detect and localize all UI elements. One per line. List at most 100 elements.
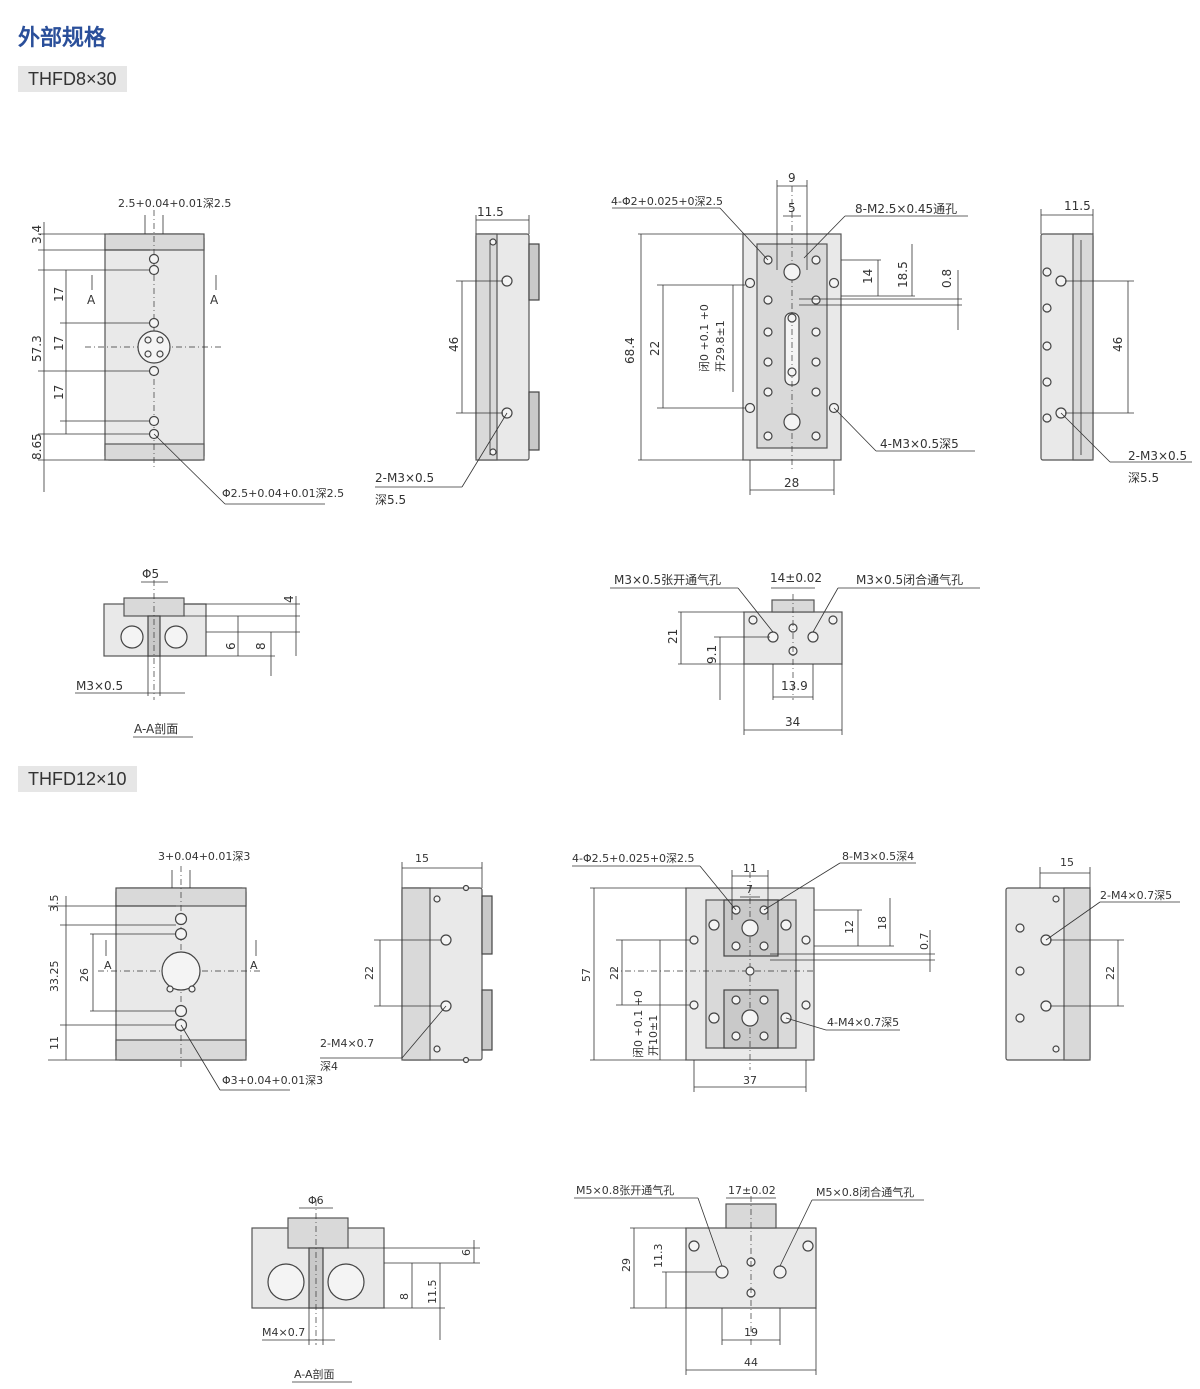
m2-section-mark-left: A (104, 959, 112, 972)
m2-end-open-port: M5×0.8张开通气孔 (576, 1183, 674, 1197)
m1-front-dim-f: 8.65 (30, 433, 44, 460)
m2-top-dim-12: 12 (843, 920, 856, 934)
m2-sec-dim-6: 6 (460, 1249, 473, 1256)
m2-end-dim-44: 44 (744, 1356, 758, 1369)
page-title: 外部规格 (18, 26, 107, 51)
m2-section-view: Φ6 6 8 11.5 M4×0.7 A-A剖面 (251, 1194, 480, 1383)
m2-side-tap: 2-M4×0.7 (320, 1037, 374, 1050)
m2-right-width: 15 (1060, 856, 1074, 869)
m1-end-dim-34: 34 (785, 715, 800, 729)
m2-section-mark-right: A (250, 959, 258, 972)
m1-section-view: Φ5 4 6 8 M3×0.5 A-A剖面 (75, 567, 300, 738)
m2-sec-dim-8: 8 (398, 1293, 411, 1300)
m1-front-view: 2.5+0.04+0.01深2.5 Φ2.5+0.04+0.01深2.5 3.4… (30, 197, 344, 505)
m1-end-jaw: 14±0.02 (770, 571, 822, 585)
m1-top-dim-14: 14 (861, 269, 875, 284)
m1-front-dim-a: 3.4 (30, 225, 44, 244)
m2-front-dim-b: 26 (78, 968, 91, 982)
m1-right-height: 46 (1111, 337, 1125, 352)
m1-top-pins: 4-Φ2+0.025+0深2.5 (611, 195, 723, 208)
m2-top-view: 4-Φ2.5+0.025+0深2.5 11 7 8-M3×0.5深4 12 18… (572, 850, 935, 1092)
m2-top-dim-0-7: 0.7 (918, 933, 931, 951)
m2-right-tap: 2-M4×0.7深5 (1100, 889, 1172, 902)
model-label-thfd8x30: THFD8×30 (18, 66, 127, 92)
m2-stroke-open: 开10±1 (647, 1015, 660, 1056)
m1-sec-dim-6: 6 (224, 642, 238, 650)
m1-stroke-closed: 闭0 +0.1 +0 (698, 304, 711, 372)
m2-front-dim-a: 3.5 (48, 895, 61, 913)
m2-end-dim-11-3: 11.3 (652, 1244, 665, 1269)
m1-section-mark-left: A (87, 293, 96, 307)
m1-side-width: 11.5 (477, 205, 504, 219)
m1-end-view: M3×0.5张开通气孔 14±0.02 M3×0.5闭合通气孔 21 9.1 1… (610, 571, 980, 735)
m2-front-view: 3+0.04+0.01深3 Φ3+0.04+0.01深3 3.5 26 33.2… (48, 850, 323, 1091)
m2-top-dim-7: 7 (746, 883, 753, 896)
m1-top-dim-5: 5 (788, 201, 796, 215)
model-label-thfd12x10: THFD12×10 (18, 766, 137, 792)
m1-top-dim-18-5: 18.5 (896, 261, 910, 288)
m2-top-dim-18: 18 (876, 916, 889, 930)
m2-end-dim-29: 29 (620, 1258, 633, 1272)
m2-front-dim-c: 33.25 (48, 961, 61, 993)
m2-end-dim-19: 19 (744, 1326, 758, 1339)
m1-sec-phi: Φ5 (142, 567, 159, 581)
m2-front-top-hole-label: 3+0.04+0.01深3 (158, 850, 250, 863)
m1-top-taps: 8-M2.5×0.45通孔 (855, 202, 957, 216)
m1-side-tap: 2-M3×0.5 (375, 471, 434, 485)
m2-front-bottom-hole-label: Φ3+0.04+0.01深3 (222, 1074, 323, 1087)
m2-top-m4: 4-M4×0.7深5 (827, 1016, 899, 1029)
m1-right-tap: 2-M3×0.5 (1128, 449, 1187, 463)
m1-front-dim-c: 57.3 (30, 335, 44, 362)
m2-end-close-port: M5×0.8闭合通气孔 (816, 1185, 914, 1199)
m1-section-mark-right: A (210, 293, 219, 307)
m2-sec-phi: Φ6 (308, 1194, 324, 1207)
m2-top-dim-11: 11 (743, 862, 757, 875)
m1-end-close-port: M3×0.5闭合通气孔 (856, 572, 963, 587)
m2-sec-dim-11-5: 11.5 (426, 1280, 439, 1305)
m1-end-open-port: M3×0.5张开通气孔 (614, 572, 721, 587)
m1-top-dim-28: 28 (784, 476, 799, 490)
m1-top-view: 4-Φ2+0.025+0深2.5 9 5 8-M2.5×0.45通孔 14 18… (611, 171, 975, 495)
m1-front-bottom-hole-label: Φ2.5+0.04+0.01深2.5 (222, 487, 344, 500)
m1-top-dim-68-4: 68.4 (623, 337, 637, 364)
m1-right-width: 11.5 (1064, 199, 1091, 213)
m2-top-taps: 8-M3×0.5深4 (842, 850, 914, 863)
m2-top-dim-22: 22 (608, 966, 621, 980)
m1-end-dim-13-9: 13.9 (781, 679, 808, 693)
m1-front-top-hole-label: 2.5+0.04+0.01深2.5 (118, 197, 231, 210)
m1-end-dim-21: 21 (666, 629, 680, 644)
m2-side-tap-depth: 深4 (320, 1060, 338, 1073)
m2-side-width: 15 (415, 852, 429, 865)
m2-end-jaw: 17±0.02 (728, 1184, 776, 1197)
m2-right-height: 22 (1104, 966, 1117, 980)
m1-sec-port: M3×0.5 (76, 679, 123, 693)
m1-top-dim-22: 22 (648, 341, 662, 356)
m1-sec-dim-4: 4 (282, 595, 296, 603)
m1-end-dim-9-1: 9.1 (705, 645, 719, 664)
m1-right-view: 11.5 46 2-M3×0.5 深5.5 (1040, 199, 1192, 485)
m1-sec-dim-8: 8 (254, 642, 268, 650)
m2-top-dim-57: 57 (580, 968, 593, 982)
m2-sec-caption: A-A剖面 (294, 1367, 335, 1381)
m1-stroke-open: 开29.8±1 (714, 320, 727, 372)
m1-right-tap-depth: 深5.5 (1128, 471, 1159, 485)
m2-top-pins: 4-Φ2.5+0.025+0深2.5 (572, 852, 695, 865)
m1-sec-caption: A-A剖面 (134, 722, 178, 736)
m1-side-view: 11.5 46 2-M3×0.5 深5.5 (375, 205, 540, 507)
m1-front-dim-d: 17 (52, 336, 66, 351)
m2-end-view: M5×0.8张开通气孔 17±0.02 M5×0.8闭合通气孔 29 11.3 … (574, 1183, 924, 1375)
m1-top-dim-0-8: 0.8 (940, 269, 954, 288)
m1-side-tap-depth: 深5.5 (375, 493, 406, 507)
m1-front-dim-b: 17 (52, 287, 66, 302)
m1-front-dim-e: 17 (52, 385, 66, 400)
m1-top-m3: 4-M3×0.5深5 (880, 437, 959, 451)
m2-side-height: 22 (363, 966, 376, 980)
m2-stroke-closed: 闭0 +0.1 +0 (632, 990, 645, 1058)
m2-sec-port: M4×0.7 (262, 1326, 305, 1339)
m1-side-height: 46 (447, 337, 461, 352)
m1-top-dim-9: 9 (788, 171, 796, 185)
m2-side-view: 15 22 2-M4×0.7 深4 (320, 852, 493, 1073)
m2-right-view: 15 2-M4×0.7深5 22 (1005, 856, 1180, 1061)
m2-front-dim-d: 11 (48, 1036, 61, 1050)
